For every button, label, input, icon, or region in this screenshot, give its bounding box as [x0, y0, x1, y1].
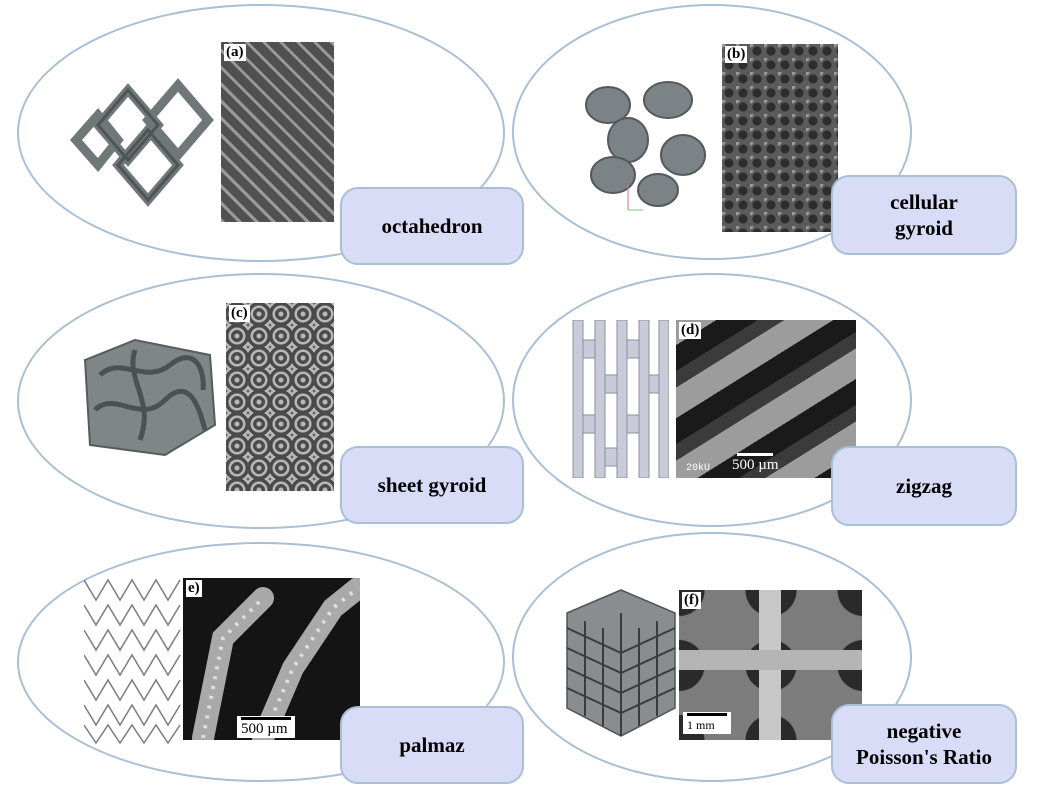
octahedron-model: [68, 65, 218, 215]
scale-bar-line-f: [687, 713, 727, 716]
panel-label-e: e): [186, 580, 202, 597]
zigzag-model: [571, 320, 669, 478]
auxetic-lattice-model: [565, 588, 677, 738]
tag-cellular-gyroid: cellular gyroid: [831, 175, 1017, 255]
zigzag-sem-photo: (d) 20kU 500 µm: [676, 320, 856, 478]
tag-negative-poissons-ratio: negative Poisson's Ratio: [831, 704, 1017, 784]
scale-label-f: 1 mm: [687, 718, 715, 732]
palmaz-sem-photo: e) 500 µm: [183, 578, 360, 740]
palmaz-stent-model: [84, 575, 182, 745]
scale-label-d: 500 µm: [732, 457, 779, 473]
tag-palmaz: palmaz: [340, 706, 524, 784]
scale-bar-line-e: [241, 717, 291, 720]
scale-bar-e: 500 µm: [237, 716, 295, 738]
sheet-gyroid-model: [75, 330, 220, 465]
tag-sheet-gyroid: sheet gyroid: [340, 446, 524, 524]
panel-label-a: (a): [224, 44, 246, 61]
octahedron-photo: (a): [221, 42, 334, 222]
cellular-gyroid-photo: (b): [722, 44, 838, 232]
cellular-gyroid-model: [568, 65, 718, 215]
auxetic-sem-photo: (f) 1 mm z ↑: [679, 590, 862, 740]
scale-label-e: 500 µm: [241, 721, 288, 737]
tag-zigzag: zigzag: [831, 446, 1017, 526]
tag-octahedron: octahedron: [340, 187, 524, 265]
instrument-label: 20kU: [686, 463, 711, 474]
panel-label-f: (f): [682, 592, 701, 609]
scale-bar-line-d: [737, 453, 774, 456]
scale-bar-f: 1 mm: [683, 712, 731, 734]
scale-bar-d: 500 µm: [728, 452, 783, 474]
cross-strut: [679, 650, 862, 670]
sheet-gyroid-photo: (c): [226, 303, 334, 491]
panel-label-b: (b): [725, 46, 748, 63]
panel-label-c: (c): [229, 305, 250, 322]
panel-label-d: (d): [679, 322, 702, 339]
